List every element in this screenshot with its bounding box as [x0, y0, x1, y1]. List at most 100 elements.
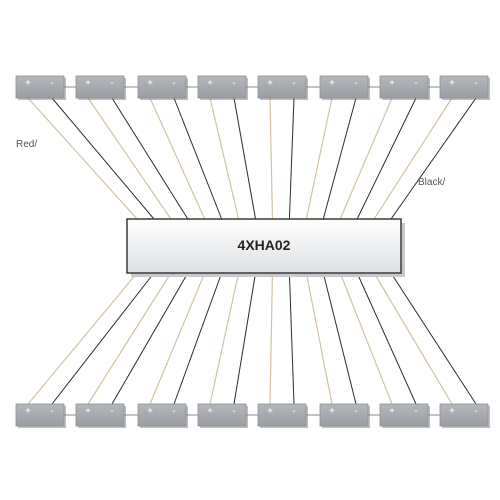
- control-module: 4XHA02: [126, 218, 405, 277]
- battery-top: +-: [197, 75, 248, 100]
- negative-lead-wire: [51, 97, 155, 220]
- negative-lead-wire: [111, 97, 189, 220]
- negative-terminal-symbol: -: [110, 406, 113, 417]
- battery-bottom: +-: [439, 403, 490, 428]
- negative-terminal-symbol: -: [50, 406, 53, 417]
- negative-terminal-symbol: -: [50, 78, 53, 89]
- positive-lead-wire: [149, 97, 206, 220]
- positive-lead-wire: [269, 97, 274, 220]
- battery-body: [75, 75, 125, 99]
- battery-bottom: +-: [75, 403, 126, 428]
- positive-terminal-symbol: +: [25, 406, 31, 417]
- negative-lead-wire: [288, 97, 295, 220]
- module-label: 4XHA02: [238, 237, 291, 253]
- battery-bottom: +-: [319, 403, 370, 428]
- battery-body: [197, 403, 247, 427]
- negative-terminal-symbol: -: [474, 406, 477, 417]
- battery-body: [319, 75, 369, 99]
- negative-terminal-symbol: -: [172, 78, 175, 89]
- battery-top: +-: [75, 75, 126, 100]
- battery-body: [137, 403, 187, 427]
- battery-bottom: +-: [137, 403, 188, 428]
- negative-terminal-symbol: -: [292, 406, 295, 417]
- positive-terminal-symbol: +: [267, 78, 273, 89]
- positive-lead-wire: [339, 97, 393, 220]
- positive-terminal-symbol: +: [207, 78, 213, 89]
- negative-terminal-symbol: -: [414, 406, 417, 417]
- positive-terminal-symbol: +: [329, 78, 335, 89]
- negative-lead-wire: [356, 272, 417, 405]
- battery-body: [379, 403, 429, 427]
- black-wire-label: Black/: [418, 177, 446, 188]
- positive-terminal-symbol: +: [267, 406, 273, 417]
- battery-bottom: +-: [379, 403, 430, 428]
- battery-body: [75, 403, 125, 427]
- positive-lead-wire: [305, 97, 333, 220]
- positive-terminal-symbol: +: [147, 78, 153, 89]
- battery-top: +-: [319, 75, 370, 100]
- negative-lead-wire: [390, 97, 477, 220]
- negative-lead-wire: [173, 97, 223, 220]
- battery-bottom: +-: [15, 403, 66, 428]
- battery-top: +-: [137, 75, 188, 100]
- positive-lead-wire: [209, 97, 240, 220]
- battery-body: [257, 75, 307, 99]
- negative-lead-wire: [111, 272, 189, 405]
- negative-lead-wire: [390, 272, 477, 405]
- positive-terminal-symbol: +: [85, 78, 91, 89]
- positive-terminal-symbol: +: [389, 406, 395, 417]
- positive-lead-wire: [87, 272, 172, 405]
- negative-terminal-symbol: -: [354, 406, 357, 417]
- positive-terminal-symbol: +: [449, 406, 455, 417]
- negative-lead-wire: [322, 272, 357, 405]
- positive-lead-wire: [87, 97, 172, 220]
- negative-terminal-symbol: -: [474, 78, 477, 89]
- battery-body: [197, 75, 247, 99]
- module-box: [126, 218, 402, 274]
- negative-lead-wire: [51, 272, 155, 405]
- battery-top: +-: [439, 75, 490, 100]
- negative-lead-wire: [322, 97, 357, 220]
- positive-terminal-symbol: +: [207, 406, 213, 417]
- battery-body: [137, 75, 187, 99]
- battery-body: [319, 403, 369, 427]
- battery-bottom: +-: [257, 403, 308, 428]
- battery-body: [439, 75, 489, 99]
- positive-terminal-symbol: +: [389, 78, 395, 89]
- positive-lead-wire: [27, 272, 138, 405]
- positive-terminal-symbol: +: [25, 78, 31, 89]
- negative-terminal-symbol: -: [414, 78, 417, 89]
- battery-body: [257, 403, 307, 427]
- positive-lead-wire: [373, 97, 453, 220]
- wire-group: [27, 86, 477, 416]
- negative-lead-wire: [233, 272, 257, 405]
- positive-terminal-symbol: +: [147, 406, 153, 417]
- positive-lead-wire: [149, 272, 206, 405]
- red-wire-label: Red/: [16, 139, 38, 150]
- negative-terminal-symbol: -: [292, 78, 295, 89]
- positive-terminal-symbol: +: [85, 406, 91, 417]
- negative-terminal-symbol: -: [172, 406, 175, 417]
- negative-lead-wire: [288, 272, 295, 405]
- battery-body: [15, 75, 65, 99]
- positive-lead-wire: [339, 272, 393, 405]
- negative-lead-wire: [233, 97, 257, 220]
- positive-lead-wire: [269, 272, 274, 405]
- battery-body: [379, 75, 429, 99]
- positive-terminal-symbol: +: [329, 406, 335, 417]
- negative-terminal-symbol: -: [354, 78, 357, 89]
- battery-group: +-+-+-+-+-+-+-+-+-+-+-+-+-+-+-+-: [15, 75, 490, 428]
- positive-terminal-symbol: +: [449, 78, 455, 89]
- battery-top: +-: [379, 75, 430, 100]
- battery-top: +-: [15, 75, 66, 100]
- negative-terminal-symbol: -: [232, 78, 235, 89]
- positive-lead-wire: [305, 272, 333, 405]
- battery-top: +-: [257, 75, 308, 100]
- battery-bottom: +-: [197, 403, 248, 428]
- battery-body: [15, 403, 65, 427]
- positive-lead-wire: [27, 97, 138, 220]
- negative-terminal-symbol: -: [232, 406, 235, 417]
- negative-lead-wire: [356, 97, 417, 220]
- positive-lead-wire: [209, 272, 240, 405]
